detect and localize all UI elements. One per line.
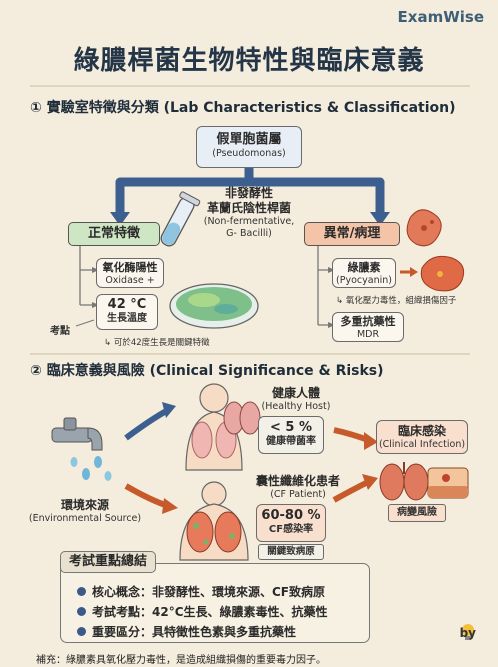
lesion-risk-label: 病變風險	[397, 507, 437, 518]
petri-dish-icon	[169, 283, 259, 329]
skin-lesion-icon	[427, 467, 469, 499]
classification-line4: G- Bacilli)	[226, 227, 272, 239]
split-arrow-left-head	[110, 212, 130, 226]
test-tube-icon	[160, 191, 201, 247]
environment-label: 環境來源 (Environmental Source)	[20, 498, 150, 525]
oxidase-name: 氧化酶陽性	[102, 261, 158, 274]
env-to-healthy-arrow	[124, 407, 170, 441]
abnormal-connector	[317, 240, 330, 326]
oxidase-box: 氧化酶陽性 Oxidase +	[96, 258, 164, 288]
summary-item: 重要區分：具特徵性色素與多重抗藥性	[77, 623, 369, 640]
normal-connector	[79, 240, 94, 306]
summary-item-text: 核心概念：非發酵性、環境來源、CF致病原	[92, 585, 326, 599]
bullet-icon	[77, 587, 86, 596]
cf-infection-rate: 60-80 %	[261, 508, 321, 523]
bullet-icon	[77, 627, 86, 636]
key-pathogen-label: 關鍵致病原	[267, 546, 315, 557]
brand-logo: ExamWise	[397, 8, 484, 26]
lesion-risk-badge: 病變風險	[388, 504, 446, 522]
abnormal-pathology-header: 異常/病理	[304, 222, 400, 246]
faucet-icon	[51, 417, 112, 481]
genus-box: 假單胞菌屬 (Pseudomonas)	[196, 126, 302, 168]
temperature-value: 42 °C	[107, 297, 147, 312]
cf-to-infection-arrow	[332, 479, 370, 503]
cf-patient-label: 囊性纖維化患者 (CF Patient)	[250, 474, 346, 501]
healthy-to-infection-arrow	[333, 427, 370, 443]
healthy-host-label: 健康人體 (Healthy Host)	[248, 386, 344, 413]
lungs-icon	[223, 401, 261, 435]
healthy-carrier-rate-box: < 5 % 健康帶菌率	[258, 416, 324, 454]
cf-infection-rate-box: 60-80 % CF感染率	[256, 504, 326, 542]
healthy-host-sub: (Healthy Host)	[261, 401, 331, 412]
page-title: 綠膿桿菌生物特性與臨床意義	[73, 46, 425, 76]
cf-patient-lungs-icon	[179, 481, 249, 561]
genus-name: 假單胞菌屬	[216, 132, 282, 147]
clinical-infection-sub: (Clinical Infection)	[378, 439, 466, 450]
normal-features-header: 正常特徵	[68, 222, 160, 246]
environment-sub: (Environmental Source)	[28, 513, 142, 524]
summary-item-text: 重要區分：具特徵性色素與多重抗藥性	[92, 625, 297, 639]
infected-lungs-icon	[379, 462, 429, 501]
summary-box: 核心概念：非發酵性、環境來源、CF致病原 考試考點：42°C生長、綠膿素毒性、抗…	[60, 563, 370, 643]
mdr-name: 多重抗藥性	[340, 315, 396, 328]
split-arrow-right-head	[370, 212, 390, 226]
exam-point-label: 考點	[50, 326, 70, 337]
pyocyanin-sub: (Pyocyanin)	[336, 274, 392, 286]
cf-infection-label: CF感染率	[268, 524, 314, 536]
healthy-carrier-rate: < 5 %	[269, 420, 312, 435]
healthy-host-name: 健康人體	[271, 386, 320, 400]
environment-name: 環境來源	[60, 498, 109, 512]
oxidase-sub: Oxidase +	[105, 274, 155, 286]
exam-point-arrow	[75, 319, 95, 327]
pyocyanin-name: 綠膿素	[347, 261, 381, 274]
cf-patient-name: 囊性纖維化患者	[255, 474, 340, 488]
section2-heading: ② 臨床意義與風險 (Clinical Significance & Risks…	[30, 363, 384, 379]
by-label: by	[459, 626, 476, 640]
summary-item: 考試考點：42°C生長、綠膿素毒性、抗藥性	[77, 603, 369, 620]
summary-item: 核心概念：非發酵性、環境來源、CF致病原	[77, 583, 369, 600]
split-arrow	[115, 168, 385, 214]
clinical-infection-box: 臨床感染 (Clinical Infection)	[376, 420, 468, 454]
mdr-sub: MDR	[356, 328, 380, 340]
genus-latin: (Pseudomonas)	[212, 148, 286, 160]
mdr-box: 多重抗藥性 MDR	[332, 312, 404, 342]
pyocyanin-box: 綠膿素 (Pyocyanin)	[332, 258, 396, 288]
classification-line3: (Non-fermentative,	[203, 216, 295, 227]
healthy-carrier-label: 健康帶菌率	[266, 436, 316, 448]
cf-patient-sub: (CF Patient)	[270, 489, 326, 500]
key-pathogen-badge: 關鍵致病原	[258, 544, 324, 560]
classification-line1: 非發酵性	[224, 186, 273, 200]
footnote: 補充：綠膿素具氧化壓力毒性，是造成組織損傷的重要毒力因子。	[36, 655, 326, 666]
classification-line2: 革蘭氏陰性桿菌	[206, 201, 291, 215]
bullet-icon	[77, 607, 86, 616]
temperature-note: ↳ 可於42度生長是關鍵特徵	[104, 338, 210, 348]
pyocyanin-note: ↳ 氧化壓力毒性，組織損傷因子	[336, 296, 457, 306]
summary-item-text: 考試考點：42°C生長、綠膿素毒性、抗藥性	[92, 605, 328, 619]
clinical-infection-name: 臨床感染	[397, 424, 446, 438]
temperature-label: 生長溫度	[107, 313, 147, 325]
lightbulb-logo-icon	[462, 624, 474, 640]
summary-title: 考試重點總結	[60, 551, 157, 573]
section1-heading: ① 實驗室特徵與分類 (Lab Characteristics & Classi…	[30, 100, 456, 116]
classification-label: 非發酵性 革蘭氏陰性桿菌 (Non-fermentative, G- Bacil…	[194, 186, 304, 240]
temperature-box: 42 °C 生長溫度	[96, 294, 158, 330]
